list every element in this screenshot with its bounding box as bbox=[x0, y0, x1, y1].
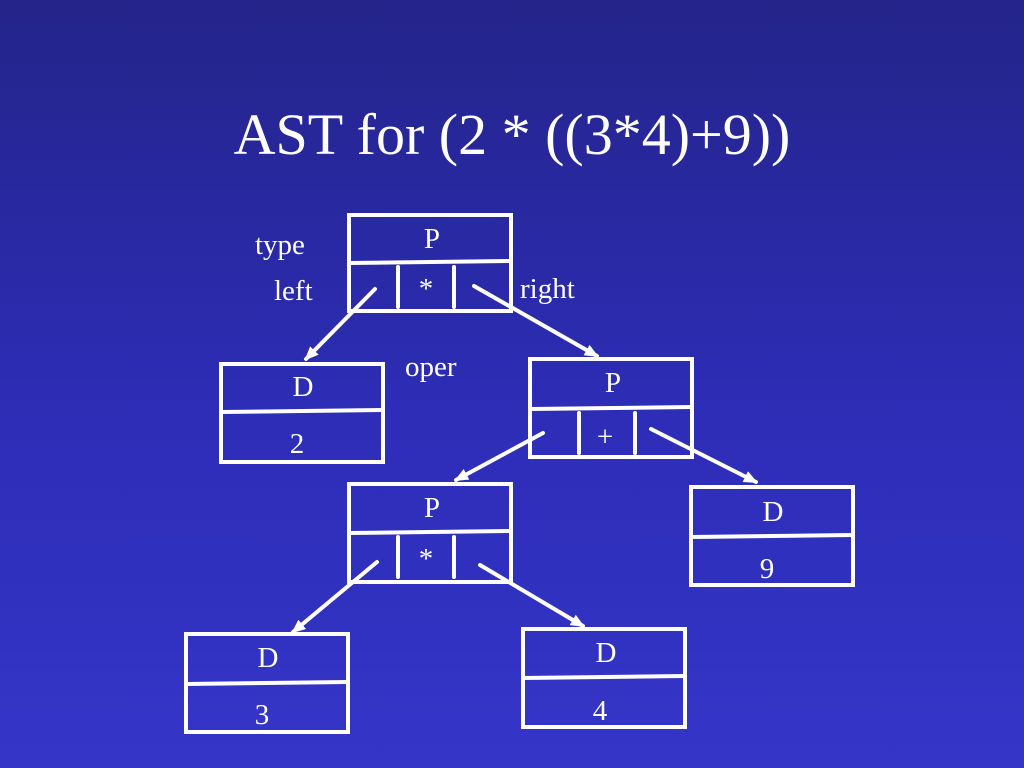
arrow-plus-right bbox=[649, 427, 758, 484]
node-d3-divider bbox=[184, 680, 350, 686]
node-d2-divider bbox=[219, 408, 385, 414]
node-inner-times-pair bbox=[347, 482, 513, 584]
node-inner-times-oper: * bbox=[419, 543, 434, 575]
node-d3-data bbox=[184, 632, 350, 734]
arrow-inner-left bbox=[291, 560, 379, 634]
node-d2-type: D bbox=[293, 371, 314, 403]
node-plus-oper: + bbox=[597, 421, 613, 453]
node-d4-data bbox=[521, 627, 687, 729]
node-d9-data bbox=[689, 485, 855, 587]
node-plus-pair bbox=[528, 357, 694, 459]
node-d2-data bbox=[219, 362, 385, 464]
node-inner-times-type: P bbox=[424, 492, 440, 524]
node-d4-type: D bbox=[596, 637, 617, 669]
arrow-root-left bbox=[304, 287, 377, 361]
arrow-plus-left bbox=[454, 431, 545, 482]
node-d4-divider bbox=[521, 674, 687, 680]
arrow-root-right bbox=[472, 284, 599, 358]
arrow-inner-right bbox=[478, 563, 585, 628]
node-d4-value: 4 bbox=[593, 695, 608, 727]
node-inner-times-divider bbox=[347, 529, 513, 535]
field-label-oper: oper bbox=[405, 351, 457, 383]
field-label-type: type bbox=[255, 229, 305, 261]
node-d3-value: 3 bbox=[255, 699, 270, 731]
node-d9-value: 9 bbox=[760, 553, 775, 585]
node-d2-value: 2 bbox=[290, 428, 305, 460]
node-plus-divider bbox=[528, 405, 694, 411]
node-d9-type: D bbox=[763, 496, 784, 528]
field-label-right: right bbox=[520, 273, 575, 305]
slide-title: AST for (2 * ((3*4)+9)) bbox=[233, 102, 791, 167]
field-label-left: left bbox=[274, 275, 313, 307]
node-root-type: P bbox=[424, 223, 440, 255]
node-d3-type: D bbox=[258, 642, 279, 674]
node-root-pair bbox=[347, 213, 513, 313]
node-root-divider bbox=[347, 259, 513, 265]
node-root-oper: * bbox=[419, 273, 434, 305]
node-plus-type: P bbox=[605, 367, 621, 399]
node-d9-divider bbox=[689, 533, 855, 539]
